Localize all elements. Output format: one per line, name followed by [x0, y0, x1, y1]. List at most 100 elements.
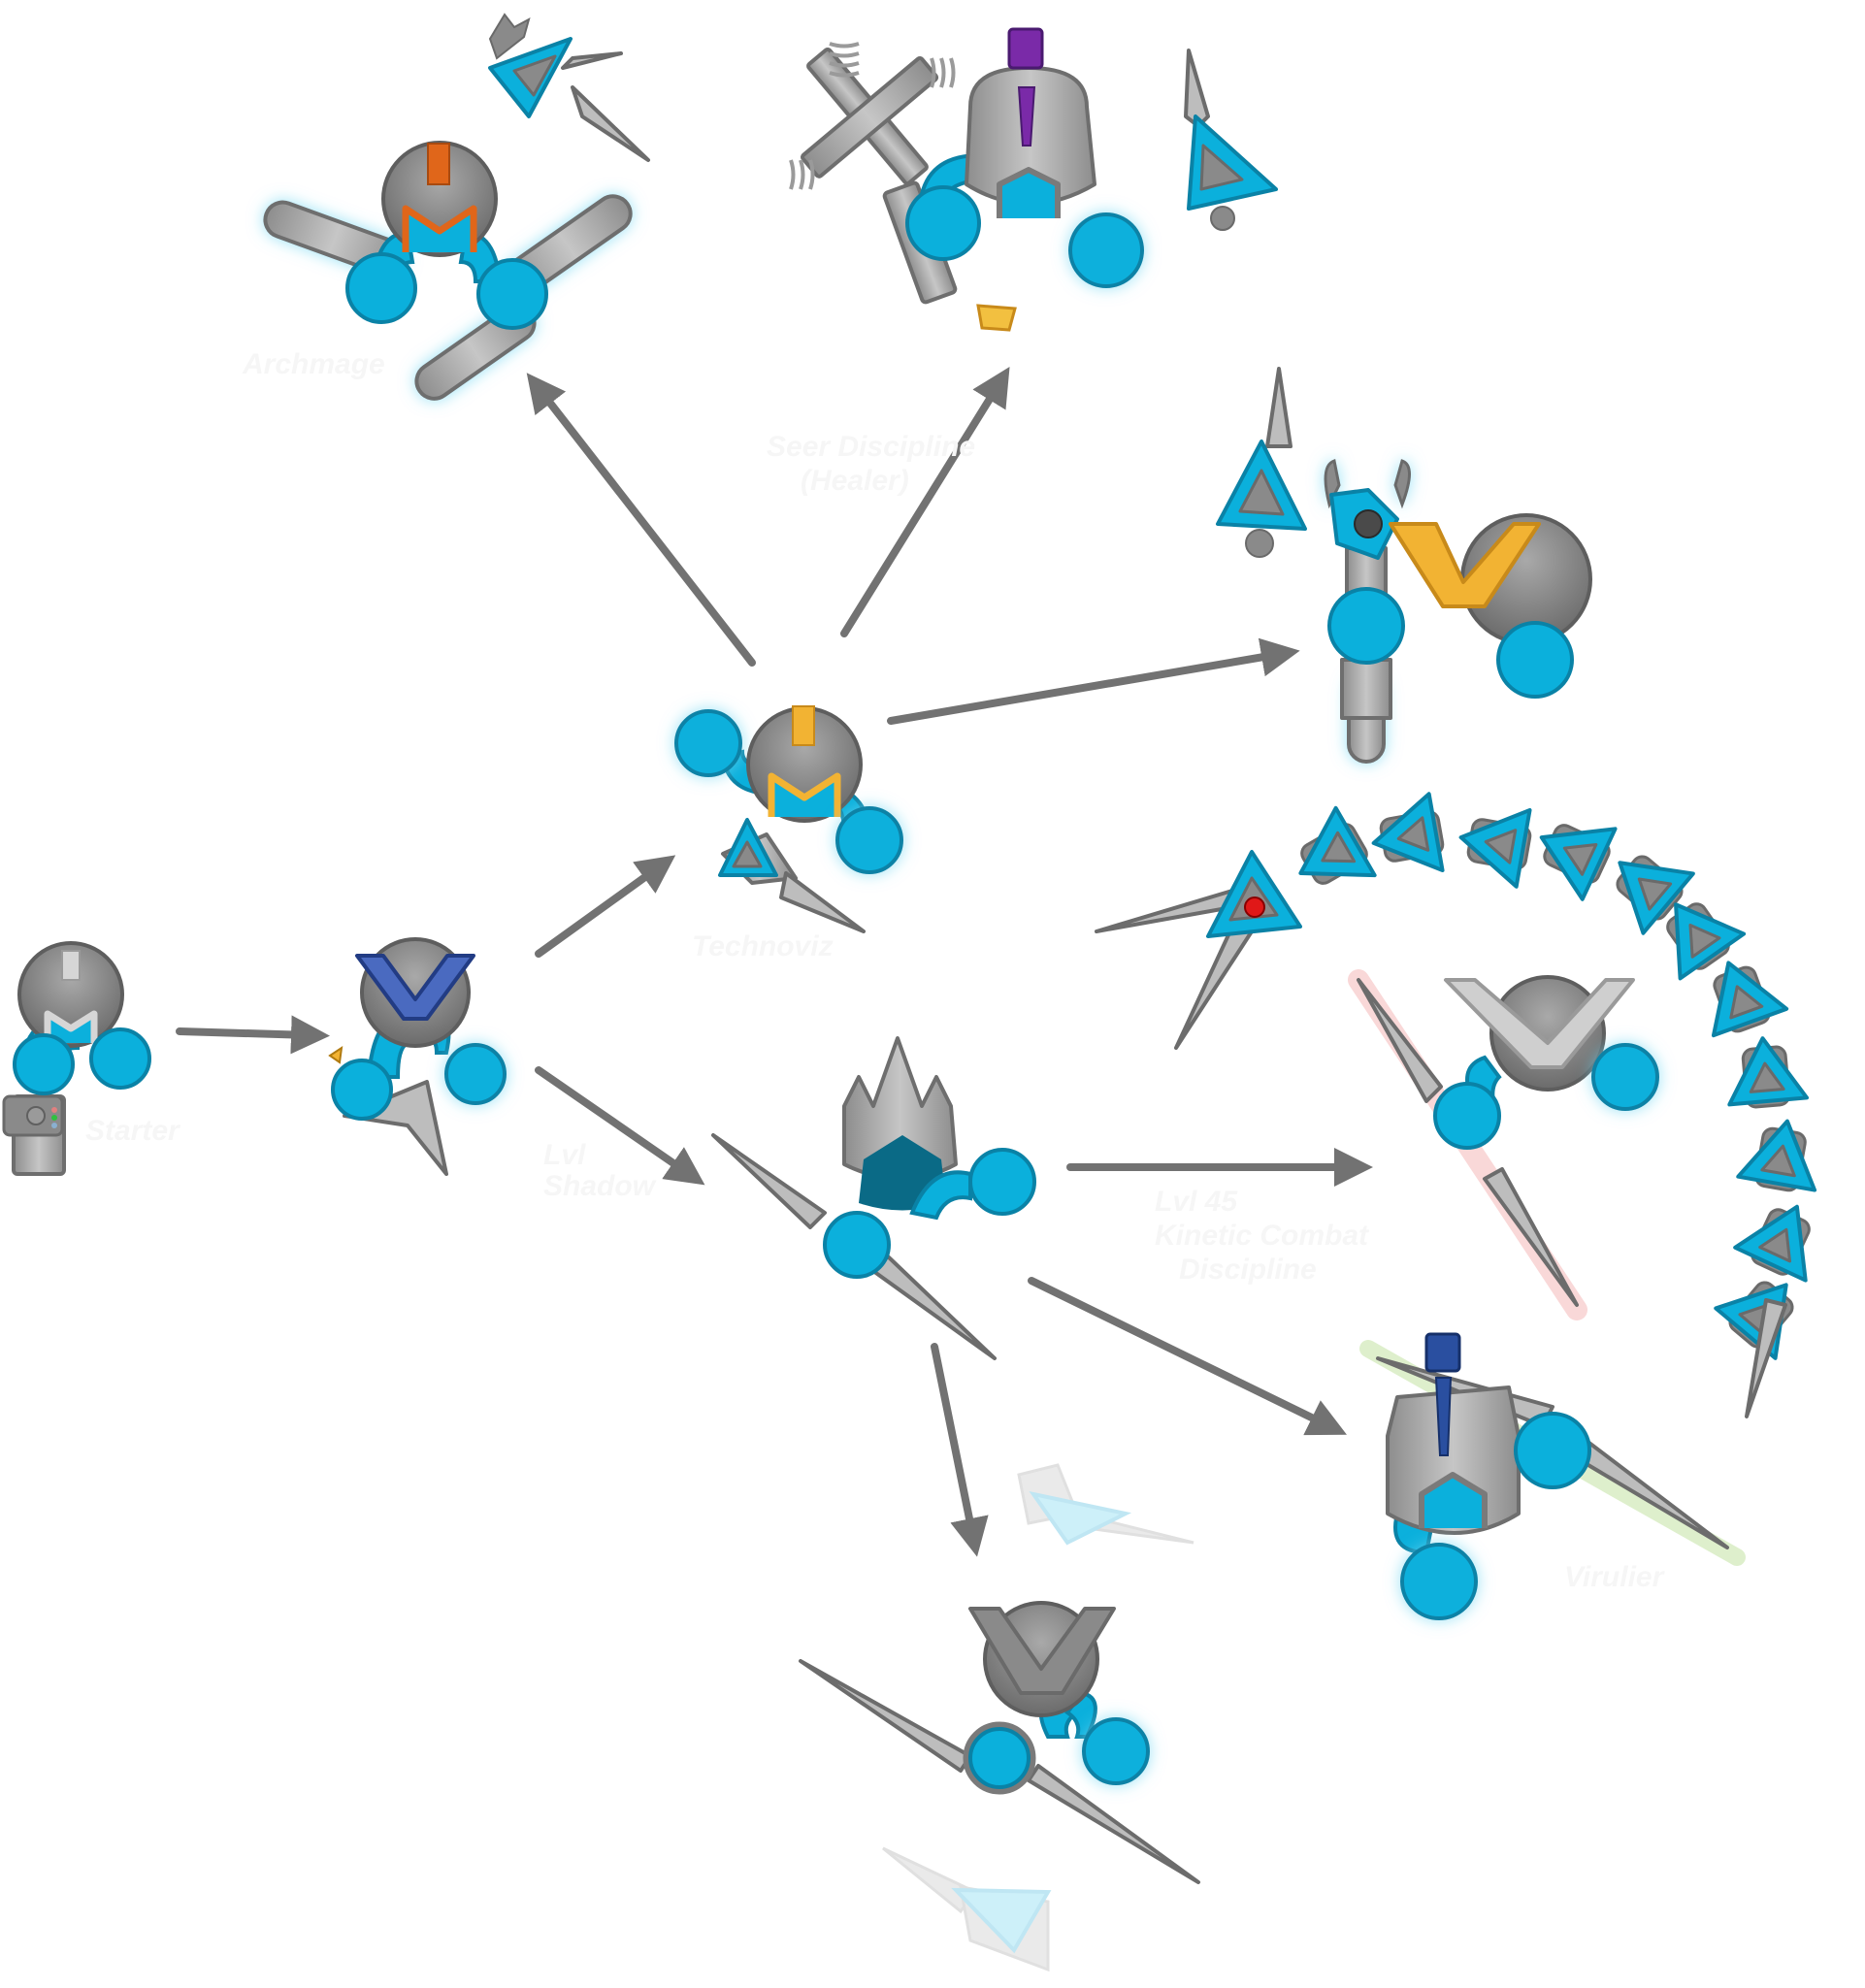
- edges: [176, 367, 1373, 1557]
- spring-icon: [789, 42, 956, 190]
- gear-icon: [1210, 206, 1235, 231]
- hand-right: [1068, 212, 1144, 288]
- hand-left: [905, 185, 981, 261]
- label-kinetic-line1: Lvl 45: [1155, 1186, 1238, 1218]
- label-seer-line1: Seer Discipline: [767, 431, 975, 463]
- edge-blade-assassin: [931, 1343, 989, 1557]
- edge-blade-virulier: [1028, 1277, 1347, 1436]
- gear-icon: [488, 13, 531, 60]
- indicator-light: [51, 1123, 57, 1128]
- ghost-emblem-lower: [882, 1846, 1052, 1972]
- edge-technoviz-kinetic: [887, 637, 1300, 725]
- node-blade-master[interactable]: [711, 1036, 1036, 1360]
- hand-left: [345, 252, 417, 324]
- blade-lower: [1570, 1439, 1729, 1549]
- node-shadow[interactable]: Lvl Shadow: [328, 937, 657, 1202]
- red-eye-icon: [1244, 896, 1265, 918]
- edge-starter-shadow: [176, 1015, 330, 1055]
- node-warrior[interactable]: Lvl 45 Kinetic Combat Discipline: [1155, 969, 1659, 1320]
- edge-shadow-blade-master: [535, 1066, 705, 1186]
- hand-left: [1433, 1082, 1501, 1150]
- tail-segment: [1736, 1119, 1817, 1192]
- indicator-light: [51, 1107, 57, 1113]
- hand-right: [1514, 1412, 1591, 1489]
- indicator-light: [51, 1115, 57, 1121]
- hand-right: [1591, 1043, 1659, 1111]
- node-assassin[interactable]: [799, 1463, 1200, 1972]
- label-shadow-line2: Shadow: [543, 1170, 657, 1202]
- tail-segment: [1616, 855, 1695, 935]
- visor-trim: [768, 772, 841, 817]
- label-virulier: Virulier: [1564, 1561, 1666, 1593]
- blade-upper: [1357, 978, 1443, 1103]
- label-archmage: Archmage: [242, 348, 385, 380]
- staff-tip: [976, 304, 1017, 332]
- hand-right: [1082, 1717, 1150, 1785]
- edge-technoviz-seer: [840, 367, 1010, 637]
- label-starter: Starter: [85, 1115, 181, 1147]
- label-seer-line2: (Healer): [801, 465, 909, 497]
- node-archmage[interactable]: Archmage: [242, 13, 650, 406]
- tail-segment: [1733, 1204, 1811, 1283]
- crest: [427, 143, 450, 185]
- node-scorpion[interactable]: [1095, 792, 1832, 1418]
- visor-trim: [402, 205, 477, 252]
- visor-trim: [997, 167, 1061, 218]
- tail-segment: [1539, 824, 1618, 901]
- label-technoviz: Technoviz: [692, 930, 834, 962]
- crest: [1424, 1332, 1461, 1373]
- spike: [561, 51, 623, 70]
- edge-technoviz-archmage: [526, 373, 756, 667]
- hand-left: [968, 1727, 1031, 1789]
- crest: [792, 705, 815, 746]
- horns: [1324, 459, 1411, 509]
- blade-lower: [1483, 1167, 1579, 1307]
- crest: [61, 950, 81, 981]
- hand-right: [968, 1148, 1036, 1216]
- triangle-inner: [512, 54, 557, 97]
- dagger-blade: [343, 1080, 448, 1176]
- visor-trim: [355, 954, 475, 1021]
- helmet: [1489, 975, 1606, 1092]
- triangle-inner: [1238, 469, 1285, 516]
- label-kinetic-line3: Discipline: [1179, 1254, 1317, 1286]
- crest-stripe: [1017, 86, 1036, 147]
- hand-left: [674, 709, 742, 777]
- tail-stinger: [1745, 1298, 1787, 1418]
- ring-icon: [963, 1721, 1036, 1795]
- node-technoviz[interactable]: Technoviz: [674, 705, 903, 962]
- spike: [1184, 49, 1210, 128]
- tail-segment: [1458, 807, 1532, 889]
- hand-right: [444, 1043, 507, 1105]
- arm-bracer: [1340, 658, 1392, 720]
- tail-segment: [1711, 961, 1789, 1038]
- edge-shadow-technoviz: [535, 855, 676, 958]
- hand-right: [1496, 621, 1574, 699]
- blade-left: [711, 1133, 827, 1229]
- node-seer[interactable]: Seer Discipline (Healer): [767, 27, 1278, 497]
- node-kinetic[interactable]: [1216, 367, 1592, 764]
- cannon-spike: [779, 871, 866, 933]
- tail-segment: [1371, 792, 1445, 873]
- tail-segments: [1298, 792, 1817, 1360]
- visor-trim: [1389, 522, 1541, 608]
- hand-left: [13, 1033, 75, 1095]
- hand-left: [823, 1211, 891, 1279]
- visor-trim: [1444, 978, 1635, 1069]
- hand-left: [331, 1059, 393, 1121]
- triangle-inner: [732, 840, 763, 868]
- triangle-inner: [1199, 144, 1244, 191]
- node-starter[interactable]: Starter: [2, 941, 181, 1176]
- hand-left: [1327, 587, 1405, 665]
- visor-trim: [1419, 1472, 1488, 1528]
- node-virulier[interactable]: Virulier: [1359, 1332, 1746, 1620]
- crest-stripe: [1434, 1377, 1453, 1456]
- ghost-emblem-upper: [1017, 1463, 1194, 1546]
- dial-icon: [26, 1106, 46, 1125]
- label-shadow-line1: Lvl: [543, 1139, 586, 1171]
- claw-lower: [1174, 925, 1254, 1050]
- hand-left: [1400, 1543, 1478, 1620]
- spike: [571, 85, 650, 162]
- hand-right: [835, 806, 903, 874]
- label-kinetic-line2: Kinetic Combat: [1155, 1220, 1370, 1252]
